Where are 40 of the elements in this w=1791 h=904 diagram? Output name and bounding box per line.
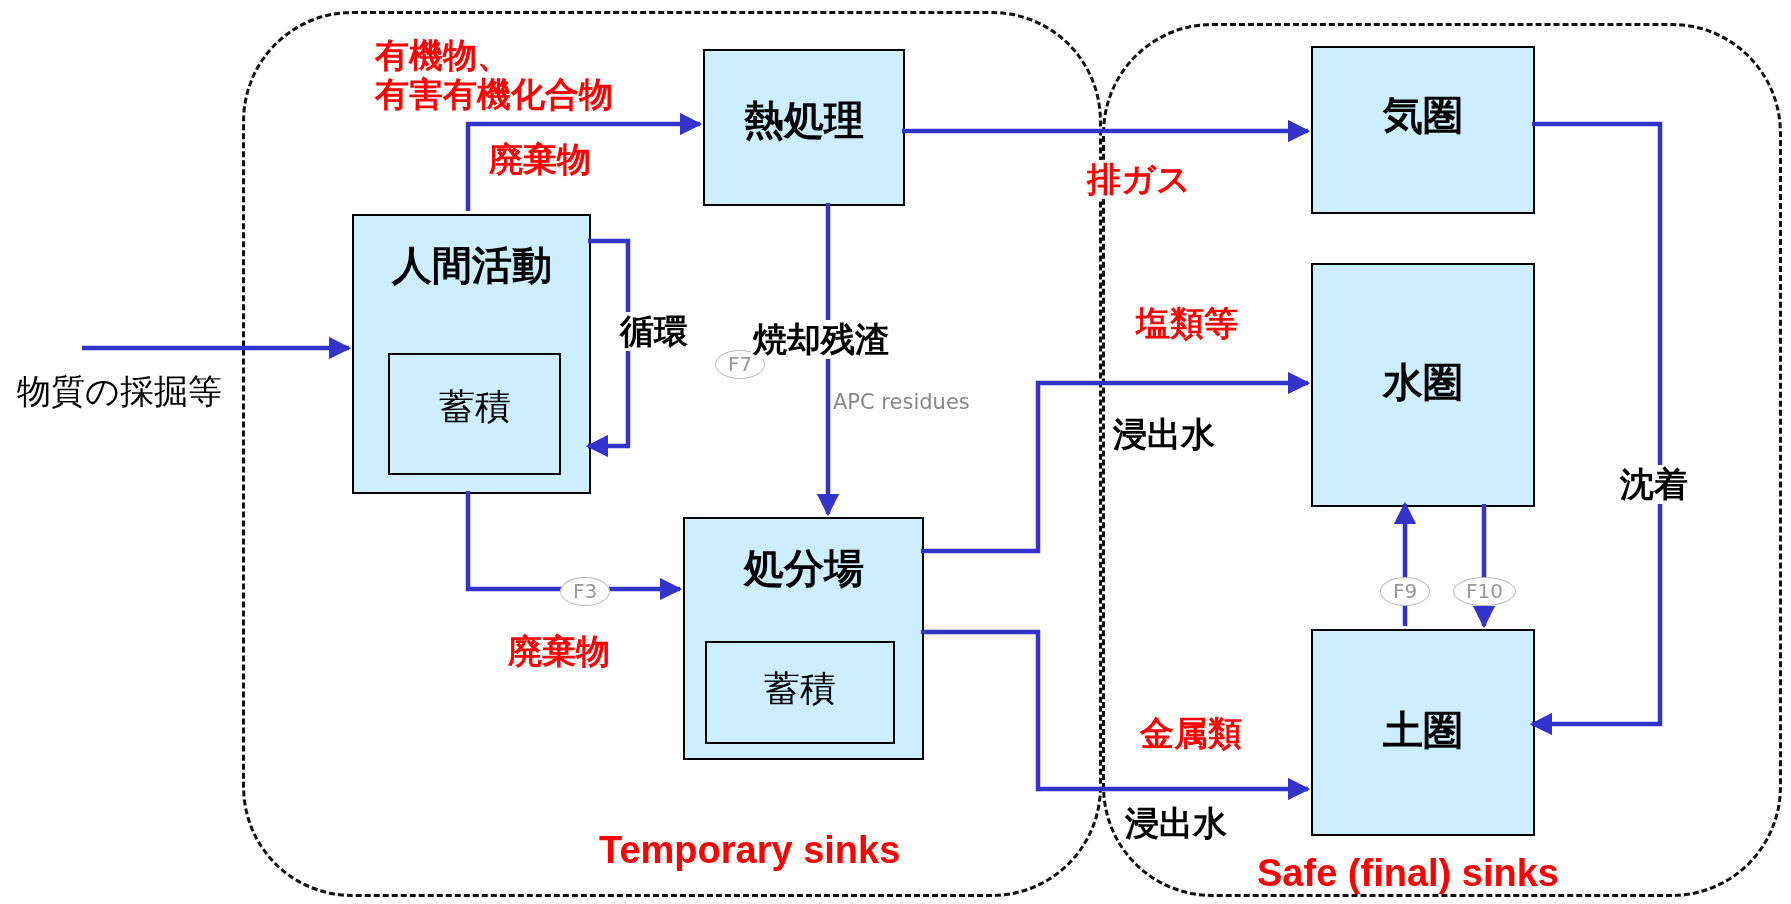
arrow [816,203,840,517]
flow-tag: F9 [1380,577,1431,606]
box-title: 蓄積 [437,385,512,429]
arrow [902,119,1311,143]
annotation: 循環 [618,312,690,352]
annotation: 廃棄物 [489,140,591,180]
caption: 物質の採掘等 [17,372,222,412]
annotation: 有機物、有害有機化合物 [375,36,614,115]
process-box [683,517,924,760]
annotation: 浸出水 [1125,804,1227,844]
process-box [352,214,591,494]
box-title: 処分場 [742,544,865,593]
arrow [465,112,703,211]
process-box [1311,46,1535,214]
box-title: 蓄積 [763,667,837,711]
annotation: 金属類 [1140,714,1242,754]
box-title: 水圏 [1381,358,1464,407]
process-box [705,641,895,744]
box-title: 土圏 [1382,706,1464,755]
flow-tag: F10 [1453,577,1516,606]
arrow [585,238,631,458]
annotation: 廃棄物 [508,632,610,672]
annotation: 浸出水 [1113,415,1215,455]
arrow [921,371,1311,554]
process-box [703,49,905,206]
arrow [1529,121,1663,736]
annotation: APC residues [833,390,970,415]
region-title: Temporary sinks [599,829,901,872]
process-box [388,353,561,475]
box-title: 熱処理 [743,96,865,145]
arrow [921,629,1311,801]
box-title: 気圏 [1381,91,1464,140]
arrow [82,336,352,360]
process-box [1311,263,1535,507]
annotation: 沈着 [1618,465,1690,505]
region-title: Safe (final) sinks [1257,852,1559,895]
annotation: 塩類等 [1136,304,1238,344]
process-box [1311,629,1535,836]
flow-tag: F3 [560,577,611,606]
box-title: 人間活動 [390,241,553,290]
